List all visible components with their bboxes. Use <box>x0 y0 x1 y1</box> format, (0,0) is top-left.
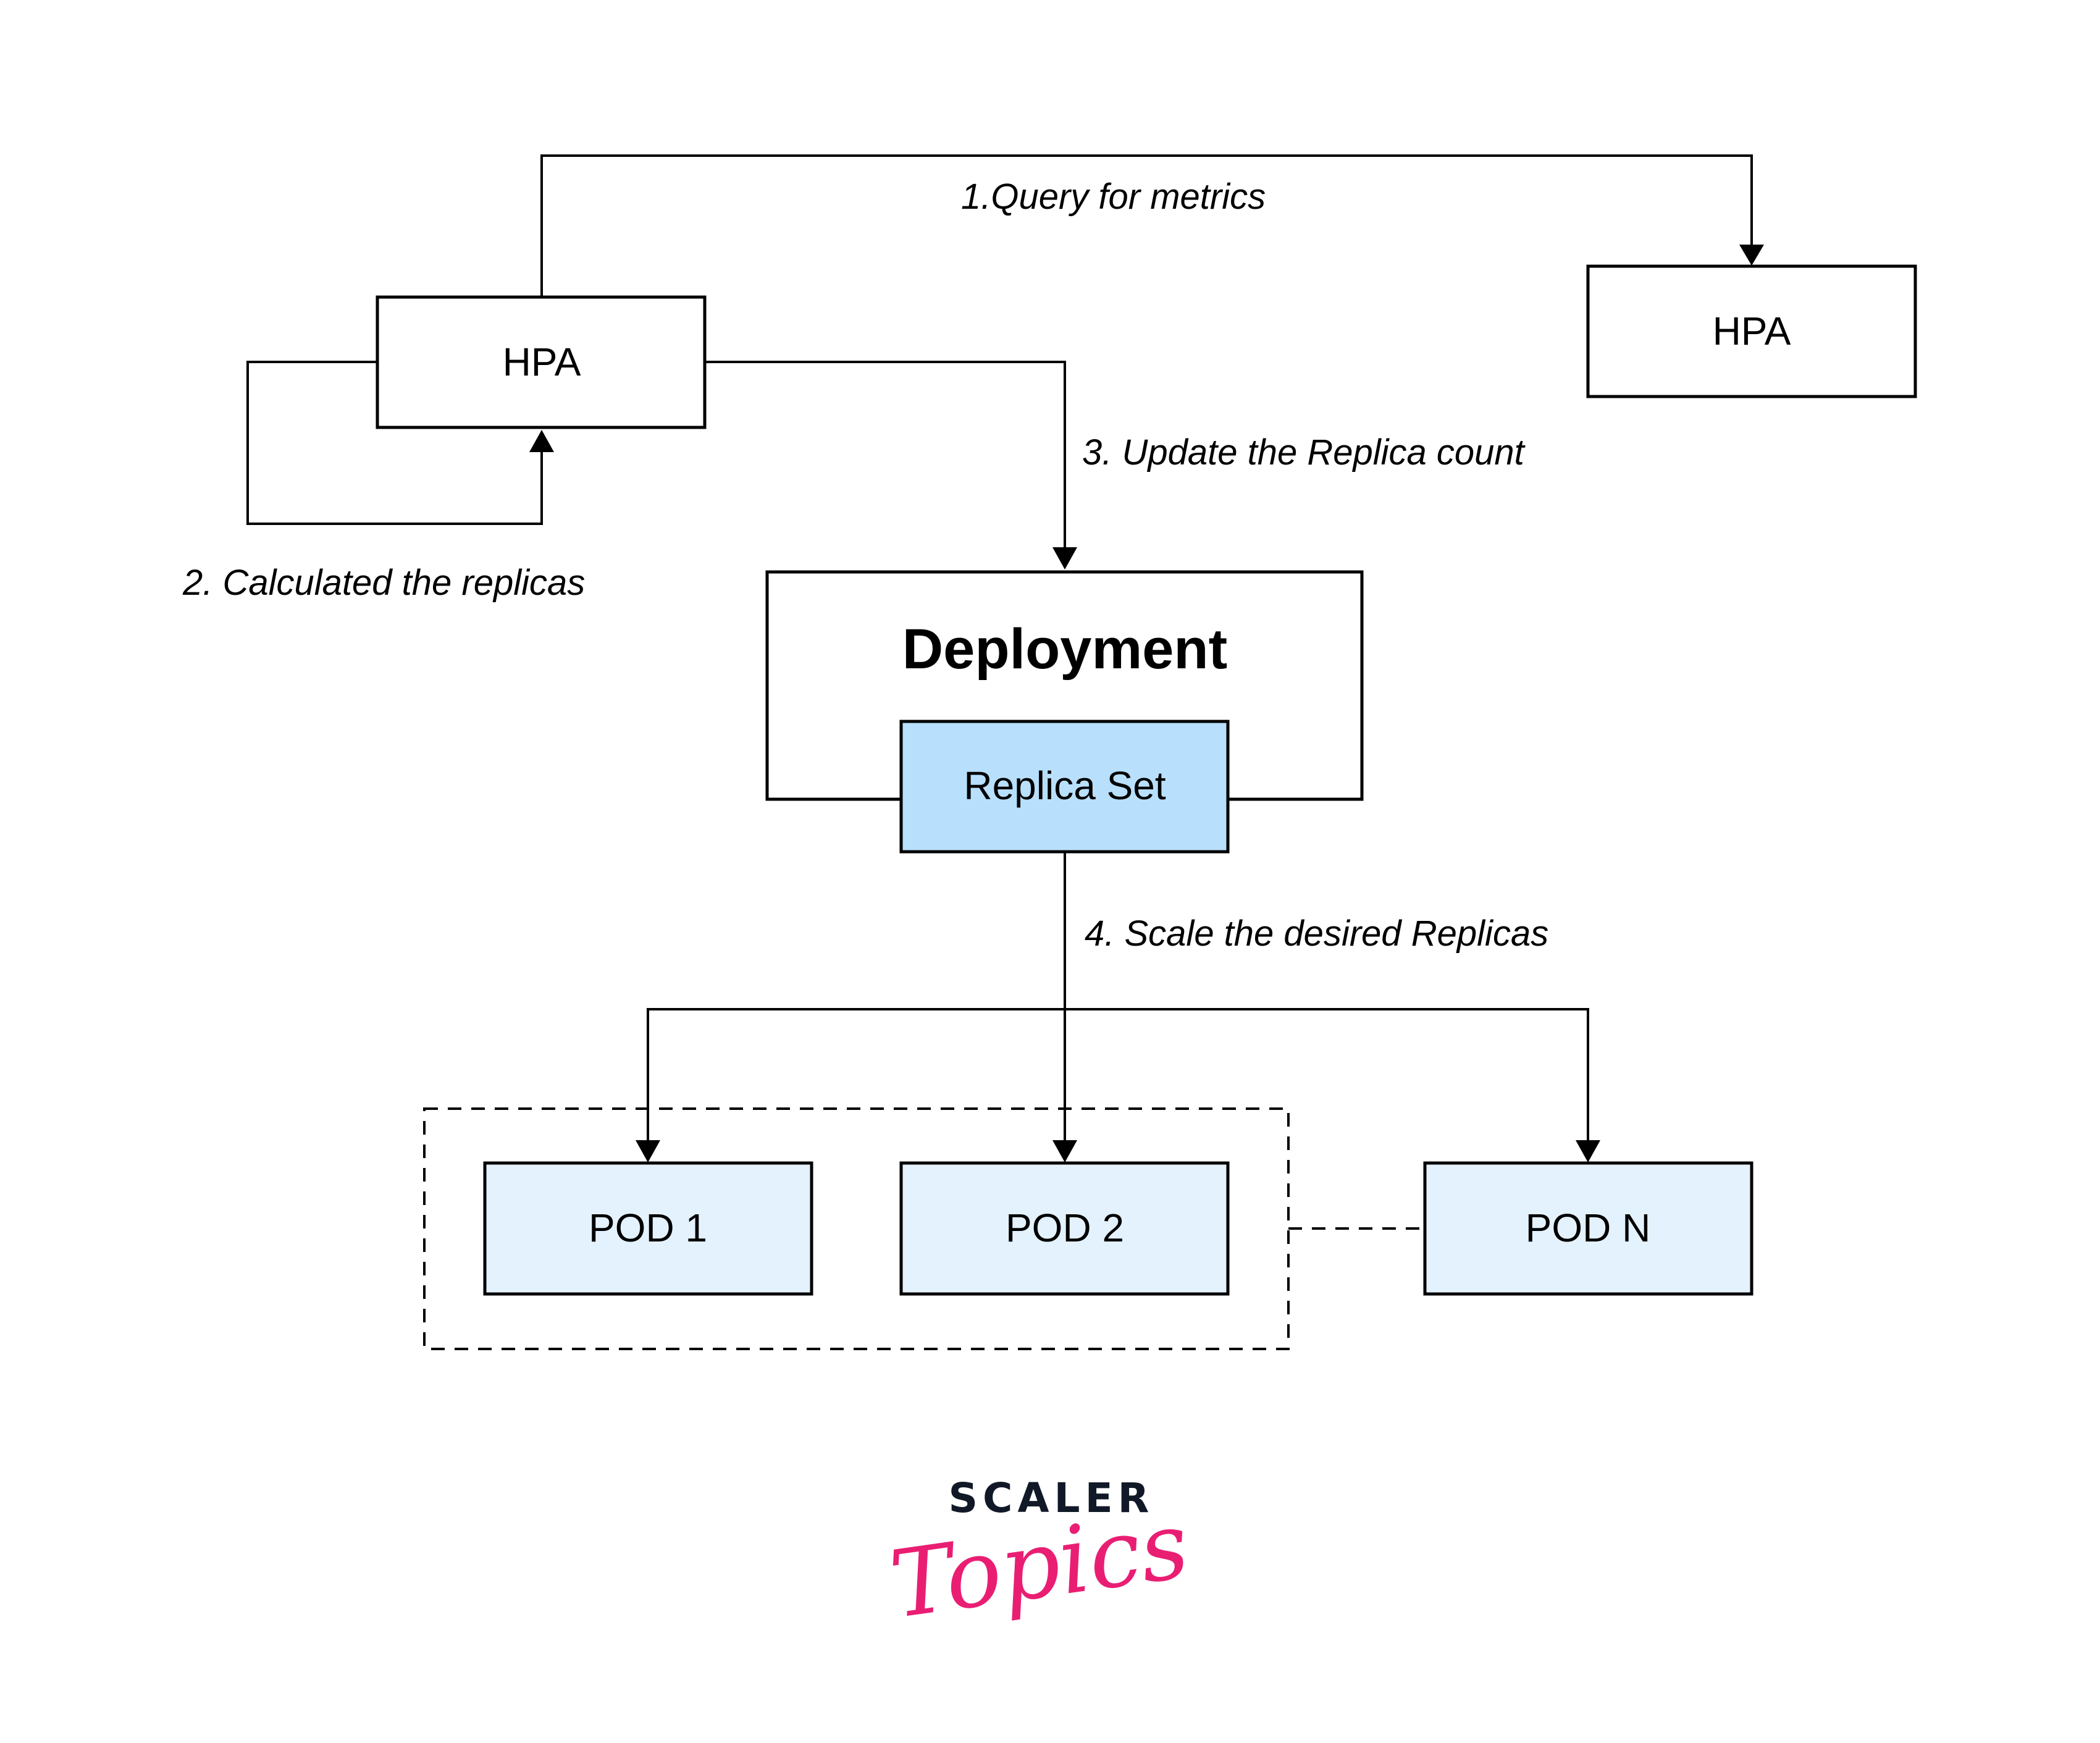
calculate-replicas-loop <box>246 361 543 525</box>
query-metrics-label: 1.Query for metrics <box>961 177 1266 217</box>
edge-calculate-replicas: 2. Calculated the replicas <box>182 361 585 603</box>
deployment-title: Deployment <box>902 618 1228 681</box>
arrowhead-down-icon <box>1739 245 1764 266</box>
pod-group-dashed-box <box>423 1107 1290 1350</box>
scale-replicas-label: 4. Scale the desired Replicas <box>1085 914 1548 954</box>
replica-set-node[interactable]: Replica Set <box>899 720 1230 854</box>
arrowhead-down-icon <box>1052 1140 1077 1162</box>
edge-query-metrics: 1.Query for metrics <box>540 154 1764 297</box>
hpa-source-label: HPA <box>503 340 581 384</box>
scale-branch-connector <box>647 1008 1589 1143</box>
arrowhead-down-icon <box>1576 1140 1600 1162</box>
replica-set-label: Replica Set <box>964 763 1166 808</box>
pod-n-box <box>1423 1161 1754 1296</box>
pod-2-label: POD 2 <box>1006 1206 1124 1250</box>
logo-topics-text: Topics <box>884 1492 1195 1640</box>
pod-n-label: POD N <box>1526 1206 1651 1250</box>
edge-update-replica-count: 3. Update the Replica count <box>705 361 1526 569</box>
pod-1-label: POD 1 <box>589 1206 707 1250</box>
logo-scaler-text: SCALER <box>948 1474 1154 1522</box>
hpa-source-node[interactable]: HPA <box>376 295 707 429</box>
arrowhead-down-icon <box>636 1140 660 1162</box>
hpa-metrics-box <box>1586 264 1917 398</box>
pod-2-node[interactable]: POD 2 <box>899 1161 1230 1296</box>
edge-scale-replicas: 4. Scale the desired Replicas <box>636 852 1600 1162</box>
update-replica-label: 3. Update the Replica count <box>1082 432 1526 472</box>
pod-1-node[interactable]: POD 1 <box>483 1161 813 1296</box>
scaler-topics-logo: SCALER Topics <box>884 1474 1195 1639</box>
hpa-source-box <box>376 295 707 429</box>
update-replica-connector <box>705 361 1066 550</box>
arrowhead-down-icon <box>1052 547 1077 569</box>
arrowhead-up-icon <box>529 430 554 452</box>
calculate-replicas-label: 2. Calculated the replicas <box>182 563 585 603</box>
pod-1-box <box>483 1161 813 1296</box>
hpa-metrics-label: HPA <box>1713 309 1791 353</box>
pod-2-box <box>899 1161 1230 1296</box>
query-metrics-connector <box>540 154 1753 297</box>
hpa-metrics-node[interactable]: HPA <box>1586 264 1917 398</box>
pod-n-node[interactable]: POD N <box>1423 1161 1754 1296</box>
